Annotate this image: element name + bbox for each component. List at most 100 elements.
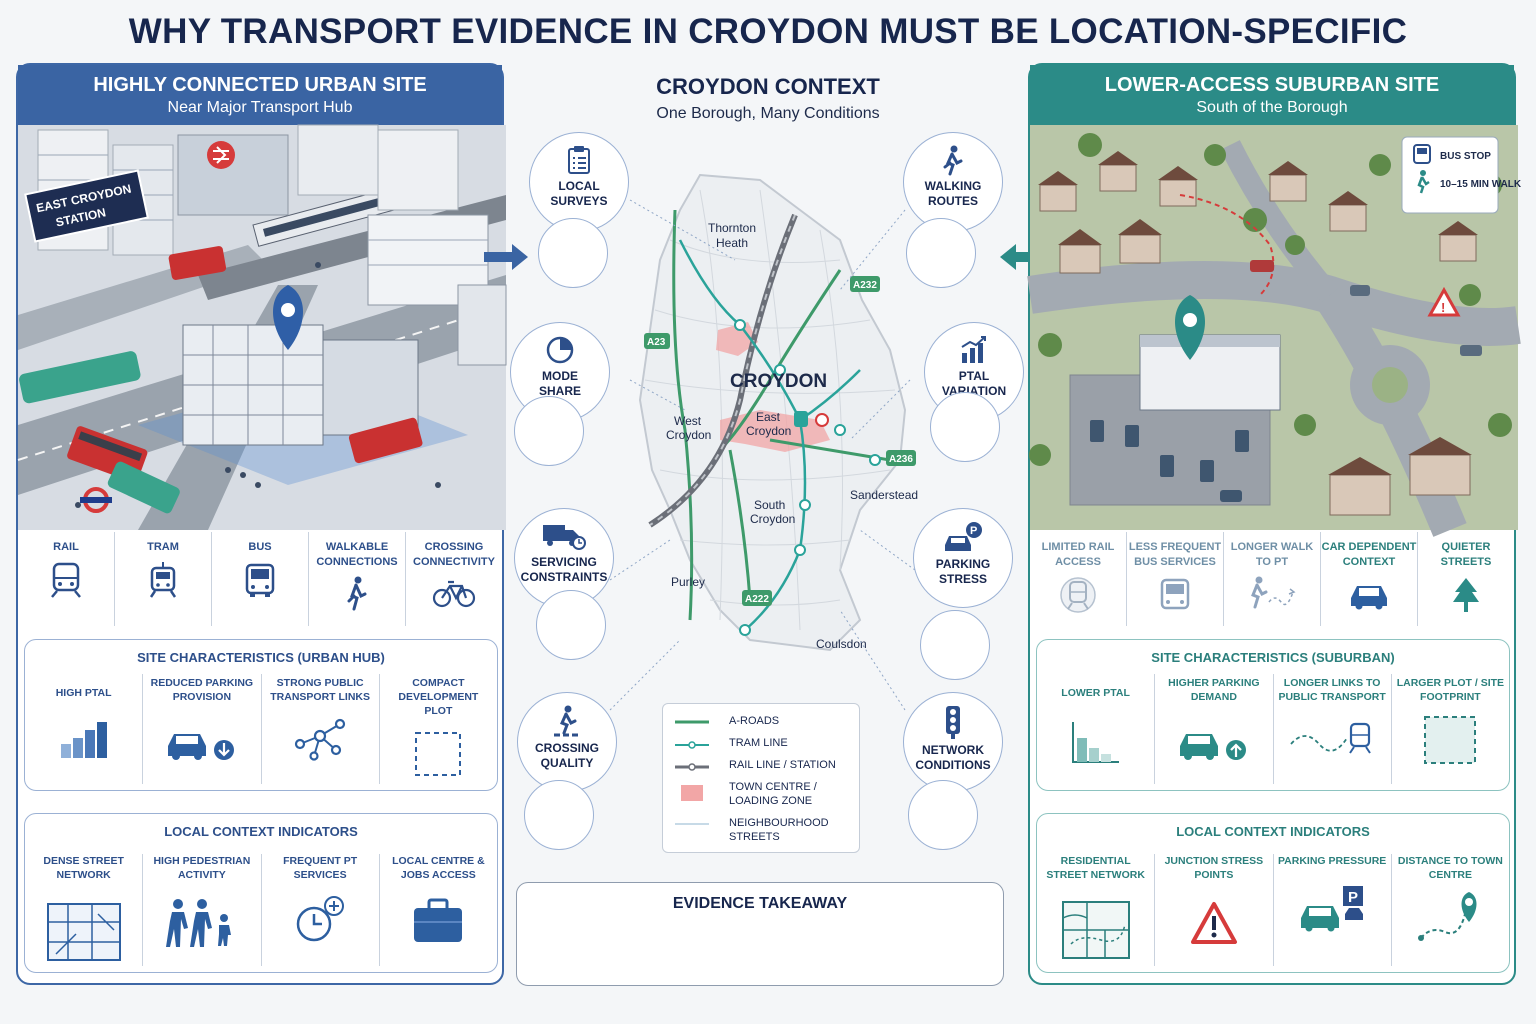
tram-icon: [149, 562, 177, 598]
tree-icon: [1453, 578, 1479, 612]
char-strong-pt-label: STRONG PUBLIC TRANSPORT LINKS: [270, 677, 370, 703]
legend-swatch-streets: [675, 823, 709, 825]
ctx-frequent-pt-label: FREQUENT PT SERVICES: [283, 855, 358, 881]
traffic-light-icon: [946, 706, 960, 739]
local-surveys-evidence-circle: [538, 218, 608, 288]
urban-site-characteristics: SITE CHARACTERISTICS (URBAN HUB) HIGH PT…: [24, 639, 498, 791]
char-longer-links: LONGER LINKS TO PUBLIC TRANSPORT: [1274, 674, 1392, 784]
page-title: WHY TRANSPORT EVIDENCE IN CROYDON MUST B…: [128, 12, 1408, 51]
urban-scene-illustration: EAST CROYDON STATION: [17, 124, 507, 530]
place-sanderstead: Sanderstead: [850, 488, 918, 502]
car-parking-icon: P: [1301, 886, 1364, 932]
mode-quieter-streets: QUIETER STREETS: [1418, 532, 1514, 626]
bicycle-icon: [432, 580, 476, 608]
place-east-croydon-line2: Croydon: [746, 424, 791, 438]
site-location-pin-icon: [1175, 295, 1205, 360]
east-croydon-station-icon: [794, 411, 829, 427]
mode-longer-walk-label: LONGER WALK TO PT: [1230, 541, 1314, 568]
factor-crossing-quality: CROSSING QUALITY: [517, 692, 617, 792]
urban-transport-modes: RAIL TRAM BUS WALKABLE CONNECTIONS CROSS…: [18, 532, 502, 626]
suburban-panel-title: LOWER-ACCESS SUBURBAN SITE: [1104, 74, 1440, 96]
urban-streetscape-image: EAST CROYDON STATION: [17, 124, 507, 530]
factor-walking-routes: WALKING ROUTES: [903, 132, 1003, 232]
suburban-context-title: LOCAL CONTEXT INDICATORS: [1176, 824, 1370, 839]
factor-crossing-line1: CROSSING: [534, 741, 599, 755]
place-purley: Purley: [671, 575, 705, 589]
briefcase-icon: [414, 898, 463, 942]
arrow-left-icon: [1000, 244, 1044, 270]
bar-chart-up-icon: [961, 336, 986, 363]
evidence-takeaway-box: EVIDENCE TAKEAWAY: [516, 882, 1004, 986]
national-rail-icon: [207, 141, 235, 169]
crossing-evidence-circle: [524, 780, 594, 850]
mode-share-evidence-circle: [514, 396, 584, 466]
mode-cycling: CROSSING CONNECTIVITY: [406, 532, 502, 626]
ctx-junction-label: JUNCTION STRESS POINTS: [1164, 855, 1264, 881]
ctx-residential-label: RESIDENTIAL STREET NETWORK: [1046, 855, 1145, 881]
road-label-a23: A23: [647, 337, 666, 348]
key-bus-stop-label: BUS STOP: [1440, 151, 1491, 162]
char-lower-ptal-label: LOWER PTAL: [1061, 687, 1130, 699]
mode-walkable: WALKABLE CONNECTIONS: [309, 532, 406, 626]
road-label-a232: A232: [853, 280, 877, 291]
site-location-pin-icon: [273, 285, 303, 350]
parking-evidence-circle: [920, 610, 990, 680]
factor-network-line2: CONDITIONS: [915, 758, 991, 772]
ctx-distance-town-centre: DISTANCE TO TOWN CENTRE: [1392, 854, 1509, 966]
suburban-panel-header: LOWER-ACCESS SUBURBAN SITE South of the …: [1030, 65, 1514, 125]
char-high-ptal-label: HIGH PTAL: [55, 687, 112, 699]
factor-network-line1: NETWORK: [922, 743, 984, 757]
place-south-croydon-line1: South: [754, 498, 785, 512]
warning-icon: [1190, 902, 1237, 944]
red-bus-icon: [168, 246, 227, 280]
mode-tram: TRAM: [115, 532, 212, 626]
walking-icon: [943, 145, 963, 176]
train-faded-icon: [1060, 577, 1096, 613]
key-walk-label: 10–15 MIN WALK: [1440, 179, 1522, 190]
mode-less-frequent-bus: LESS FREQUENT BUS SERVICES: [1127, 532, 1224, 626]
legend-tram-line: TRAM LINE: [675, 736, 788, 750]
walking-evidence-circle: [906, 218, 976, 288]
suburban-local-context: LOCAL CONTEXT INDICATORS RESIDENTIAL STR…: [1036, 813, 1510, 973]
mode-bus-label: BUS: [248, 541, 272, 553]
mode-cycling-label: CROSSING CONNECTIVITY: [413, 541, 495, 568]
factor-local-surveys-line2: SURVEYS: [550, 194, 608, 208]
svg-text:!: !: [1441, 300, 1445, 315]
svg-text:P: P: [1348, 889, 1358, 906]
urban-panel-header: HIGHLY CONNECTED URBAN SITE Near Major T…: [18, 65, 502, 125]
mode-rail-label: RAIL: [53, 541, 79, 553]
pedestrians-icon: [165, 899, 231, 947]
char-larger-plot: LARGER PLOT / SITE FOOTPRINT: [1392, 674, 1509, 784]
factor-connectors: [609, 199, 916, 711]
char-compact-plot-label: COMPACT DEVELOPMENT PLOT: [398, 677, 479, 717]
suburban-characteristics-title: SITE CHARACTERISTICS (SUBURBAN): [1151, 650, 1395, 665]
servicing-evidence-circle: [536, 590, 606, 660]
dashed-route-train-icon: [1290, 722, 1371, 754]
factor-network-conditions: NETWORK CONDITIONS: [903, 692, 1003, 792]
evidence-takeaway-title: EVIDENCE TAKEAWAY: [672, 895, 848, 912]
borough-label: CROYDON: [730, 371, 827, 392]
car-parking-icon: P: [945, 522, 982, 551]
mode-tram-label: TRAM: [147, 541, 179, 553]
crossing-icon: [554, 705, 578, 737]
mode-limited-rail-label: LIMITED RAIL ACCESS: [1041, 541, 1115, 568]
ctx-pedestrian-label: HIGH PEDESTRIAN ACTIVITY: [153, 855, 251, 881]
factor-parking-line1: PARKING: [935, 557, 991, 571]
map-legend: A-ROADS TRAM LINE RAIL LINE / STATION TO…: [662, 703, 860, 853]
factor-local-surveys: LOCAL SURVEYS: [529, 132, 629, 232]
residential-grid-icon: [1061, 901, 1130, 959]
ctx-dense-street: DENSE STREET NETWORK: [25, 854, 144, 966]
arrow-right-icon: [484, 244, 528, 270]
mode-longer-walk: LONGER WALK TO PT: [1224, 532, 1321, 626]
char-lower-ptal: LOWER PTAL: [1037, 674, 1156, 784]
ptal-evidence-circle: [930, 392, 1000, 462]
factor-mode-share-line2: SHARE: [538, 384, 581, 398]
compact-plot-icon: [415, 732, 462, 776]
train-icon: [51, 562, 81, 598]
legend-rail-line: RAIL LINE / STATION: [675, 758, 836, 772]
factor-servicing-line1: SERVICING: [531, 555, 597, 569]
walk-key-icon: [1417, 170, 1430, 194]
factor-ptal-line1: PTAL: [958, 369, 990, 383]
mode-car-dependent-label: CAR DEPENDENT CONTEXT: [1321, 541, 1417, 568]
car-icon: [1351, 586, 1387, 610]
